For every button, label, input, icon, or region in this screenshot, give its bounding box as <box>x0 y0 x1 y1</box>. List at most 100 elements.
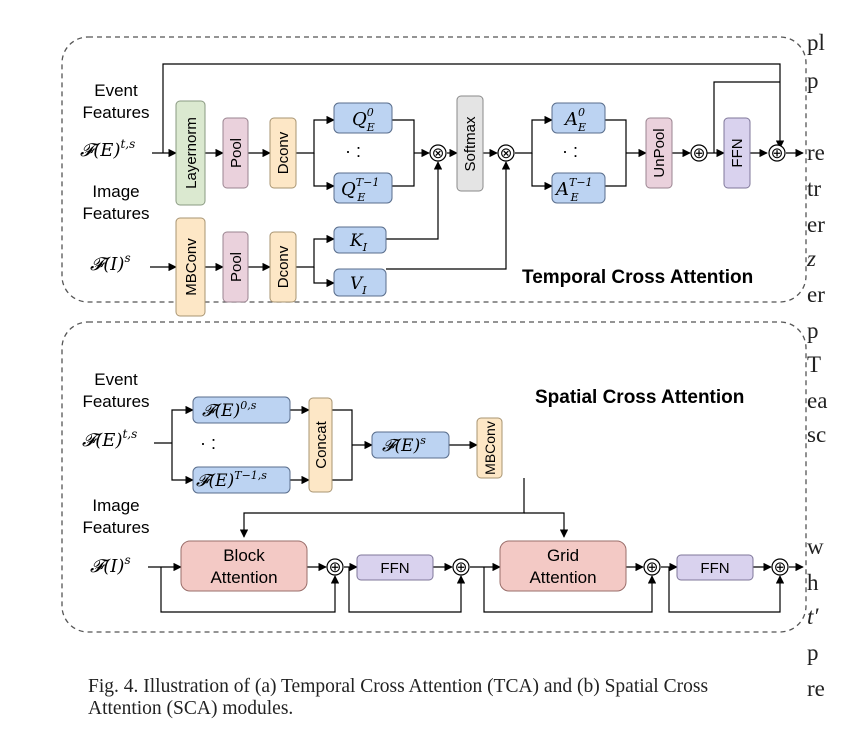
ffn-label: FFN <box>380 560 409 577</box>
add-symbol: ⊕ <box>774 559 787 576</box>
pool-label: Pool <box>228 252 245 282</box>
dconv-block <box>269 117 297 189</box>
tca-image-label: Features <box>82 204 149 223</box>
figure-caption: Fig. 4. Illustration of (a) Temporal Cro… <box>88 676 709 719</box>
add-symbol: ⊕ <box>646 559 659 576</box>
add-symbol: ⊕ <box>455 559 468 576</box>
event-slice-last-label: 𝓕(E)T−1,s <box>196 469 267 491</box>
query-ellipsis: · : <box>345 141 361 161</box>
add-node <box>326 558 344 576</box>
sca-panel: Event Features 𝓕(E)t,s Image Features 𝓕(… <box>61 321 807 633</box>
sca-event-label: Event <box>94 370 138 389</box>
pool-block <box>222 117 249 189</box>
grid-attention-block <box>499 540 627 592</box>
block-attention-label: Block <box>223 546 265 565</box>
add-node <box>768 144 786 162</box>
tca-event-label: Event <box>94 81 138 100</box>
side-text-line: re <box>807 676 825 701</box>
pool-block <box>222 231 249 303</box>
multiply-node <box>497 144 515 162</box>
side-text-line: sc <box>807 422 827 447</box>
dconv-label: Dconv <box>275 245 292 288</box>
side-text-line: p <box>807 318 819 343</box>
ffn-block <box>723 117 751 189</box>
sca-event-label: Features <box>82 392 149 411</box>
tca-panel-border <box>61 36 807 303</box>
side-text-line: pl <box>807 30 825 55</box>
unpool-block <box>645 117 673 189</box>
side-text-line: h <box>807 570 819 595</box>
multiply-symbol: ⊗ <box>432 145 445 162</box>
ffn-block <box>356 554 434 581</box>
add-symbol: ⊕ <box>771 145 784 162</box>
layernorm-block <box>175 100 206 206</box>
multiply-node <box>429 144 447 162</box>
key-block <box>333 226 387 254</box>
query-first-block <box>333 102 393 134</box>
sca-title: Spatial Cross Attention <box>535 387 744 408</box>
query-last-block <box>333 172 393 204</box>
block-attention-label: Attention <box>210 568 277 587</box>
add-node <box>690 144 708 162</box>
event-fused-block <box>371 431 450 459</box>
pool-label: Pool <box>228 138 245 168</box>
attention-ellipsis: · : <box>562 141 578 161</box>
side-text-line: p <box>807 640 819 665</box>
mbconv-label: MBConv <box>482 421 498 475</box>
mbconv-block <box>175 217 206 317</box>
side-text-line: re <box>807 140 825 165</box>
add-symbol: ⊕ <box>693 145 706 162</box>
side-text-line: z <box>807 246 816 271</box>
add-node <box>771 558 789 576</box>
sca-image-label: Features <box>82 518 149 537</box>
attention-last-block <box>551 172 606 204</box>
value-block <box>333 268 387 297</box>
add-node <box>643 558 661 576</box>
grid-attention-label: Attention <box>529 568 596 587</box>
event-fused-label: 𝓕(E)s <box>382 434 426 456</box>
tca-panel: Event Features 𝓕(E)t,s Image Features 𝓕(… <box>61 36 807 317</box>
block-attention-block <box>180 540 308 592</box>
attention-first-block <box>551 102 606 134</box>
tca-title: Temporal Cross Attention <box>522 267 753 288</box>
mbconv-block <box>476 417 503 479</box>
ffn-block <box>676 554 754 581</box>
side-text-line: tr <box>807 176 822 201</box>
sca-image-input: 𝓕(I)s <box>90 553 131 577</box>
tca-event-input: 𝓕(E)t,s <box>80 137 135 161</box>
event-slice-ellipsis: · : <box>200 433 216 453</box>
side-text-line: w <box>807 534 824 559</box>
key-label: KI <box>349 231 368 254</box>
sca-image-label: Image <box>92 496 139 515</box>
softmax-block <box>456 95 484 192</box>
dconv-label: Dconv <box>275 131 292 174</box>
grid-attention-label: Grid <box>547 546 579 565</box>
tca-event-label: Features <box>82 103 149 122</box>
softmax-label: Softmax <box>462 116 479 172</box>
mbconv-label: MBConv <box>183 238 200 296</box>
multiply-symbol: ⊗ <box>500 145 513 162</box>
tca-image-label: Image <box>92 182 139 201</box>
side-text-line: ea <box>807 388 828 413</box>
event-slice-first-block <box>192 396 291 424</box>
side-text-line: T <box>807 352 822 377</box>
concat-block <box>308 397 333 493</box>
add-symbol: ⊕ <box>329 559 342 576</box>
add-node <box>452 558 470 576</box>
side-text-line: t′ <box>807 604 819 629</box>
sca-event-input: 𝓕(E)t,s <box>82 427 137 451</box>
dconv-block <box>269 231 297 303</box>
side-text-line: er <box>807 282 825 307</box>
unpool-label: UnPool <box>651 128 668 177</box>
side-text-line: er <box>807 212 825 237</box>
ffn-label: FFN <box>700 560 729 577</box>
value-label: VI <box>350 274 367 297</box>
sca-panel-border <box>61 321 807 633</box>
tca-image-input: 𝓕(I)s <box>90 251 131 275</box>
concat-label: Concat <box>313 420 330 468</box>
